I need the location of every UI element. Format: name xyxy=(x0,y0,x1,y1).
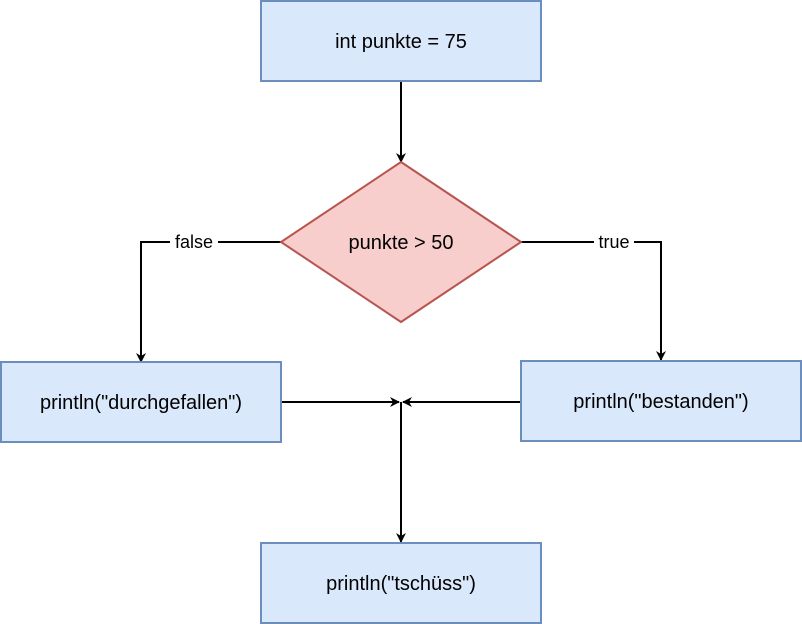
true-branch-node: println("bestanden") xyxy=(520,360,802,442)
true-label-background xyxy=(594,232,634,252)
true-branch-box xyxy=(520,360,802,442)
false-edge-label: false xyxy=(175,232,213,252)
edge-condition-false xyxy=(136,241,281,363)
condition-label: punkte > 50 xyxy=(348,232,453,254)
false-branch-node: println("durchgefallen") xyxy=(0,361,282,443)
init-node-label: int punkte = 75 xyxy=(335,31,467,53)
edge-condition-true xyxy=(521,241,666,361)
false-branch-box xyxy=(0,361,282,443)
false-branch-label: println("durchgefallen") xyxy=(40,392,242,414)
condition-diamond xyxy=(279,160,523,324)
true-branch-label: println("bestanden") xyxy=(573,391,748,413)
end-node-label: println("tschüss") xyxy=(326,573,476,595)
end-node: println("tschüss") xyxy=(260,542,542,624)
condition-node: punkte > 50 xyxy=(279,160,523,324)
true-edge-label: true xyxy=(598,232,629,252)
init-node: int punkte = 75 xyxy=(260,0,542,82)
init-node-box xyxy=(260,0,542,82)
end-node-box xyxy=(260,542,542,624)
false-label-background xyxy=(170,232,218,252)
